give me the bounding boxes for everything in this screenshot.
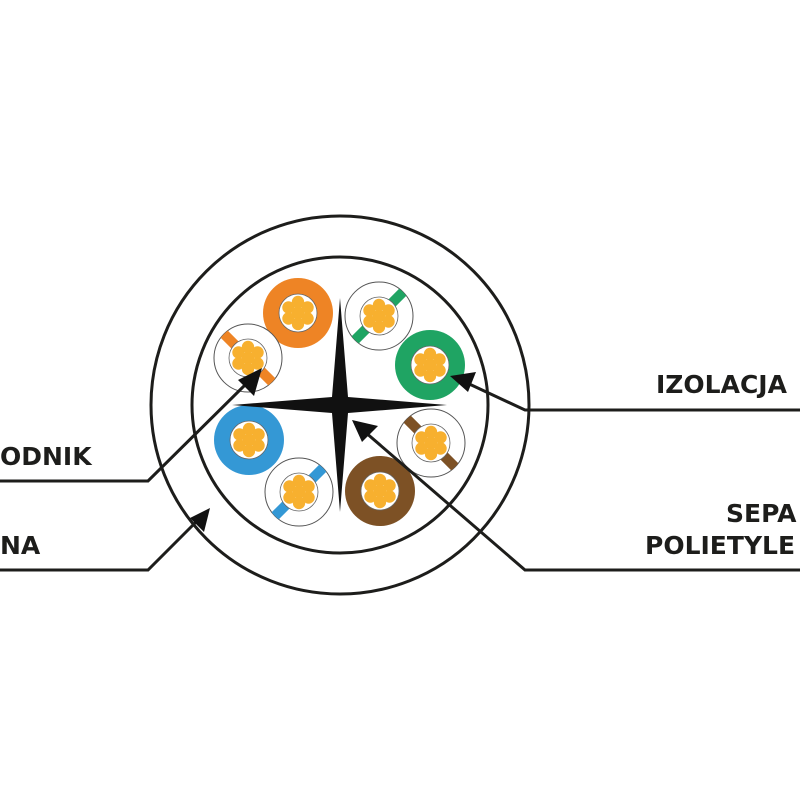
cross-separator bbox=[232, 298, 447, 512]
wire-brown-solid bbox=[345, 456, 415, 526]
copper-strand bbox=[424, 436, 438, 450]
label-conductor: ODNIK bbox=[0, 442, 93, 471]
copper-strand bbox=[383, 490, 396, 503]
copper-strand bbox=[363, 315, 376, 328]
label-separator-line2: POLIETYLE bbox=[645, 531, 795, 560]
wire-orange-stripe bbox=[213, 323, 283, 393]
copper-strand bbox=[291, 295, 305, 309]
copper-strand bbox=[251, 346, 264, 359]
copper-strand bbox=[433, 364, 446, 377]
copper-strand bbox=[373, 473, 387, 487]
copper-strand bbox=[232, 346, 245, 359]
jacket-arrow-icon bbox=[190, 508, 210, 532]
copper-strand bbox=[282, 312, 295, 325]
copper-strand bbox=[414, 364, 427, 377]
copper-strand bbox=[283, 491, 296, 504]
copper-strand bbox=[423, 358, 437, 372]
copper-strand bbox=[301, 301, 314, 314]
label-jacket: NA bbox=[0, 531, 41, 560]
copper-strand bbox=[242, 433, 256, 447]
outer-jacket bbox=[149, 214, 531, 596]
copper-strand bbox=[373, 484, 387, 498]
copper-strand bbox=[434, 442, 447, 455]
copper-strand bbox=[414, 353, 427, 366]
copper-strand bbox=[383, 479, 396, 492]
copper-strand bbox=[292, 485, 306, 499]
separator-leader-line bbox=[364, 430, 800, 572]
copper-strand bbox=[423, 347, 437, 361]
copper-strand bbox=[372, 320, 386, 334]
insulation-leader-line bbox=[464, 380, 800, 412]
copper-strand bbox=[415, 431, 428, 444]
copper-strand bbox=[241, 362, 255, 376]
copper-strand bbox=[364, 490, 377, 503]
wire-green-stripe bbox=[344, 281, 414, 351]
copper-strand bbox=[423, 369, 437, 383]
copper-strand bbox=[282, 301, 295, 314]
jacket-leader-line bbox=[0, 516, 202, 572]
wire-blue-solid bbox=[214, 405, 284, 475]
copper-strand bbox=[233, 439, 246, 452]
copper-strand bbox=[232, 357, 245, 370]
wire-green-solid bbox=[395, 330, 465, 400]
inner-jacket bbox=[190, 255, 490, 555]
copper-strand bbox=[251, 357, 264, 370]
copper-strand bbox=[364, 479, 377, 492]
copper-strand bbox=[424, 447, 438, 461]
copper-strand bbox=[373, 495, 387, 509]
separator-arrow-icon bbox=[352, 420, 378, 442]
copper-strand bbox=[292, 474, 306, 488]
insulation-arrow-icon bbox=[450, 372, 476, 392]
wire-orange-solid bbox=[263, 278, 333, 348]
copper-strand bbox=[302, 491, 315, 504]
copper-strand bbox=[292, 496, 306, 510]
copper-strand bbox=[242, 422, 256, 436]
wire-brown-stripe bbox=[396, 408, 466, 478]
copper-strand bbox=[241, 351, 255, 365]
copper-strand bbox=[415, 442, 428, 455]
copper-strand bbox=[372, 298, 386, 312]
wire-blue-stripe bbox=[264, 457, 334, 527]
copper-strand bbox=[233, 428, 246, 441]
copper-strand bbox=[372, 309, 386, 323]
copper-strand bbox=[291, 306, 305, 320]
label-insulation: IZOLACJA bbox=[656, 370, 788, 399]
copper-strand bbox=[363, 304, 376, 317]
copper-strand bbox=[283, 480, 296, 493]
copper-strand bbox=[241, 340, 255, 354]
conductor-arrow-icon bbox=[238, 368, 262, 396]
copper-strand bbox=[291, 317, 305, 331]
copper-strand bbox=[434, 431, 447, 444]
copper-strand bbox=[301, 312, 314, 325]
label-separator-line1: SEPA bbox=[726, 499, 797, 528]
copper-strand bbox=[433, 353, 446, 366]
copper-strand bbox=[242, 444, 256, 458]
copper-strand bbox=[424, 425, 438, 439]
copper-strand bbox=[252, 439, 265, 452]
conductor-leader-line bbox=[0, 380, 250, 483]
copper-strand bbox=[382, 315, 395, 328]
copper-strand bbox=[382, 304, 395, 317]
copper-strand bbox=[302, 480, 315, 493]
conductors bbox=[213, 278, 466, 527]
copper-strand bbox=[252, 428, 265, 441]
